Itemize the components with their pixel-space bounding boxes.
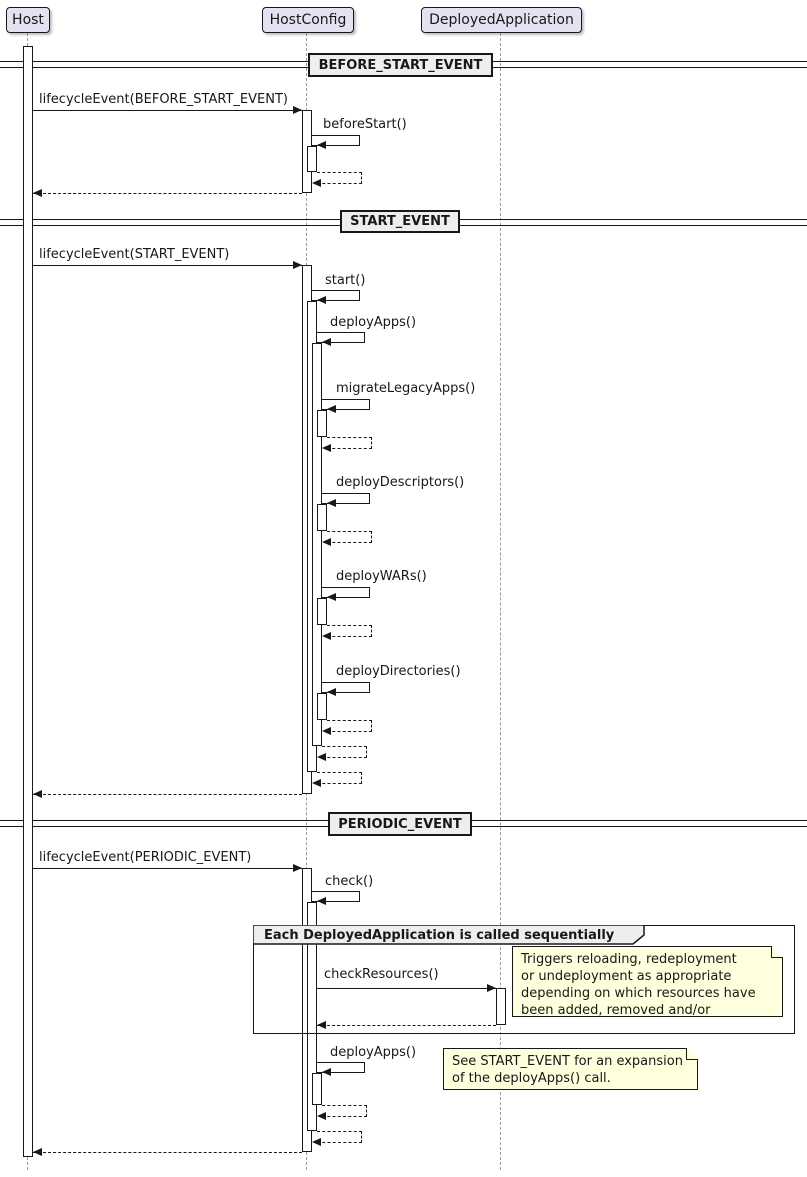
arrowhead-left xyxy=(317,141,326,149)
activation-bar-host xyxy=(23,46,33,1157)
message-label-migrate-legacy-apps: migrateLegacyApps() xyxy=(336,381,476,396)
participant-box-hostconfig: HostConfig xyxy=(262,7,354,33)
arrowhead-left xyxy=(317,1112,326,1120)
activation-bar-deployedapplication xyxy=(496,988,506,1025)
arrowhead-left xyxy=(317,296,326,304)
arrowhead-left xyxy=(312,1138,321,1146)
activation-bar xyxy=(307,146,317,172)
self-call-line xyxy=(322,493,370,504)
arrowhead-right xyxy=(293,864,302,872)
arrowhead-left xyxy=(33,189,42,197)
arrowhead-left xyxy=(317,1021,326,1029)
message-label-lifecycle-start: lifecycleEvent(START_EVENT) xyxy=(39,247,230,262)
return-line xyxy=(33,193,302,194)
activation-bar xyxy=(312,1073,322,1105)
self-call-line xyxy=(322,399,370,410)
message-label-lifecycle-before-start: lifecycleEvent(BEFORE_START_EVENT) xyxy=(39,92,288,107)
group-frame-tab xyxy=(253,925,645,945)
self-call-line xyxy=(317,1062,365,1073)
divider-label-before-start: BEFORE_START_EVENT xyxy=(308,53,493,77)
divider-label-start: START_EVENT xyxy=(340,210,460,233)
activation-bar xyxy=(317,504,327,531)
activation-bar xyxy=(317,693,327,720)
activation-bar xyxy=(317,598,327,625)
arrowhead-left xyxy=(322,444,331,452)
message-label-deploy-wars: deployWARs() xyxy=(336,569,427,584)
arrowhead-left xyxy=(312,779,321,787)
message-label-deploy-descriptors: deployDescriptors() xyxy=(336,475,465,490)
self-return-line xyxy=(322,746,367,758)
arrowhead-left xyxy=(33,1148,42,1156)
self-return-line xyxy=(317,1131,362,1143)
arrowhead-left xyxy=(322,1068,331,1076)
arrowhead-left xyxy=(317,753,326,761)
message-line xyxy=(33,868,302,869)
arrowhead-left xyxy=(327,593,336,601)
arrowhead-left xyxy=(312,179,321,187)
activation-bar xyxy=(307,902,317,1131)
lifeline-deployedapplication xyxy=(500,33,501,1170)
arrowhead-left xyxy=(322,727,331,735)
message-label-deploy-apps-periodic: deployApps() xyxy=(330,1045,417,1060)
self-return-line xyxy=(327,531,372,543)
note-fold-corner xyxy=(771,946,783,958)
return-line xyxy=(317,1025,496,1026)
note-fold-corner xyxy=(686,1048,698,1060)
arrowhead-left xyxy=(322,338,331,346)
arrowhead-left xyxy=(317,897,326,905)
message-label-lifecycle-periodic: lifecycleEvent(PERIODIC_EVENT) xyxy=(39,850,252,865)
message-label-check-resources: checkResources() xyxy=(324,967,439,982)
note-check-resources: Triggers reloading, redeployment or unde… xyxy=(512,946,783,1017)
self-return-line xyxy=(317,772,362,784)
message-label-deploy-apps: deployApps() xyxy=(330,315,417,330)
self-return-line xyxy=(327,437,372,449)
self-call-line xyxy=(312,891,360,902)
arrowhead-left xyxy=(327,688,336,696)
self-return-line xyxy=(327,625,372,637)
arrowhead-right xyxy=(293,261,302,269)
arrowhead-left xyxy=(33,790,42,798)
self-return-line xyxy=(327,720,372,732)
arrowhead-left xyxy=(327,405,336,413)
activation-bar xyxy=(312,343,322,746)
arrowhead-left xyxy=(322,632,331,640)
self-call-line xyxy=(322,587,370,598)
activation-bar xyxy=(317,410,327,437)
self-return-line xyxy=(322,1105,367,1117)
return-line xyxy=(33,1152,302,1153)
message-line xyxy=(33,265,302,266)
message-label-before-start: beforeStart() xyxy=(323,117,407,132)
message-label-check: check() xyxy=(325,874,374,889)
message-label-start: start() xyxy=(325,273,366,288)
self-call-line xyxy=(312,135,360,146)
return-line xyxy=(33,794,302,795)
arrowhead-left xyxy=(322,538,331,546)
group-frame-label: Each DeployedApplication is called seque… xyxy=(264,928,615,943)
arrowhead-right xyxy=(293,106,302,114)
participant-box-deployedapplication: DeployedApplication xyxy=(421,7,582,33)
message-label-deploy-directories: deployDirectories() xyxy=(336,664,461,679)
participant-box-host: Host xyxy=(6,7,50,33)
arrowhead-left xyxy=(327,499,336,507)
self-return-line xyxy=(317,172,362,184)
self-call-line xyxy=(317,332,365,343)
note-deploy-apps: See START_EVENT for an expansion of the … xyxy=(443,1048,698,1090)
self-call-line xyxy=(312,290,360,301)
arrowhead-right xyxy=(487,984,496,992)
message-line xyxy=(317,988,496,989)
self-call-line xyxy=(322,682,370,693)
divider-label-periodic: PERIODIC_EVENT xyxy=(328,812,472,836)
message-line xyxy=(33,110,302,111)
